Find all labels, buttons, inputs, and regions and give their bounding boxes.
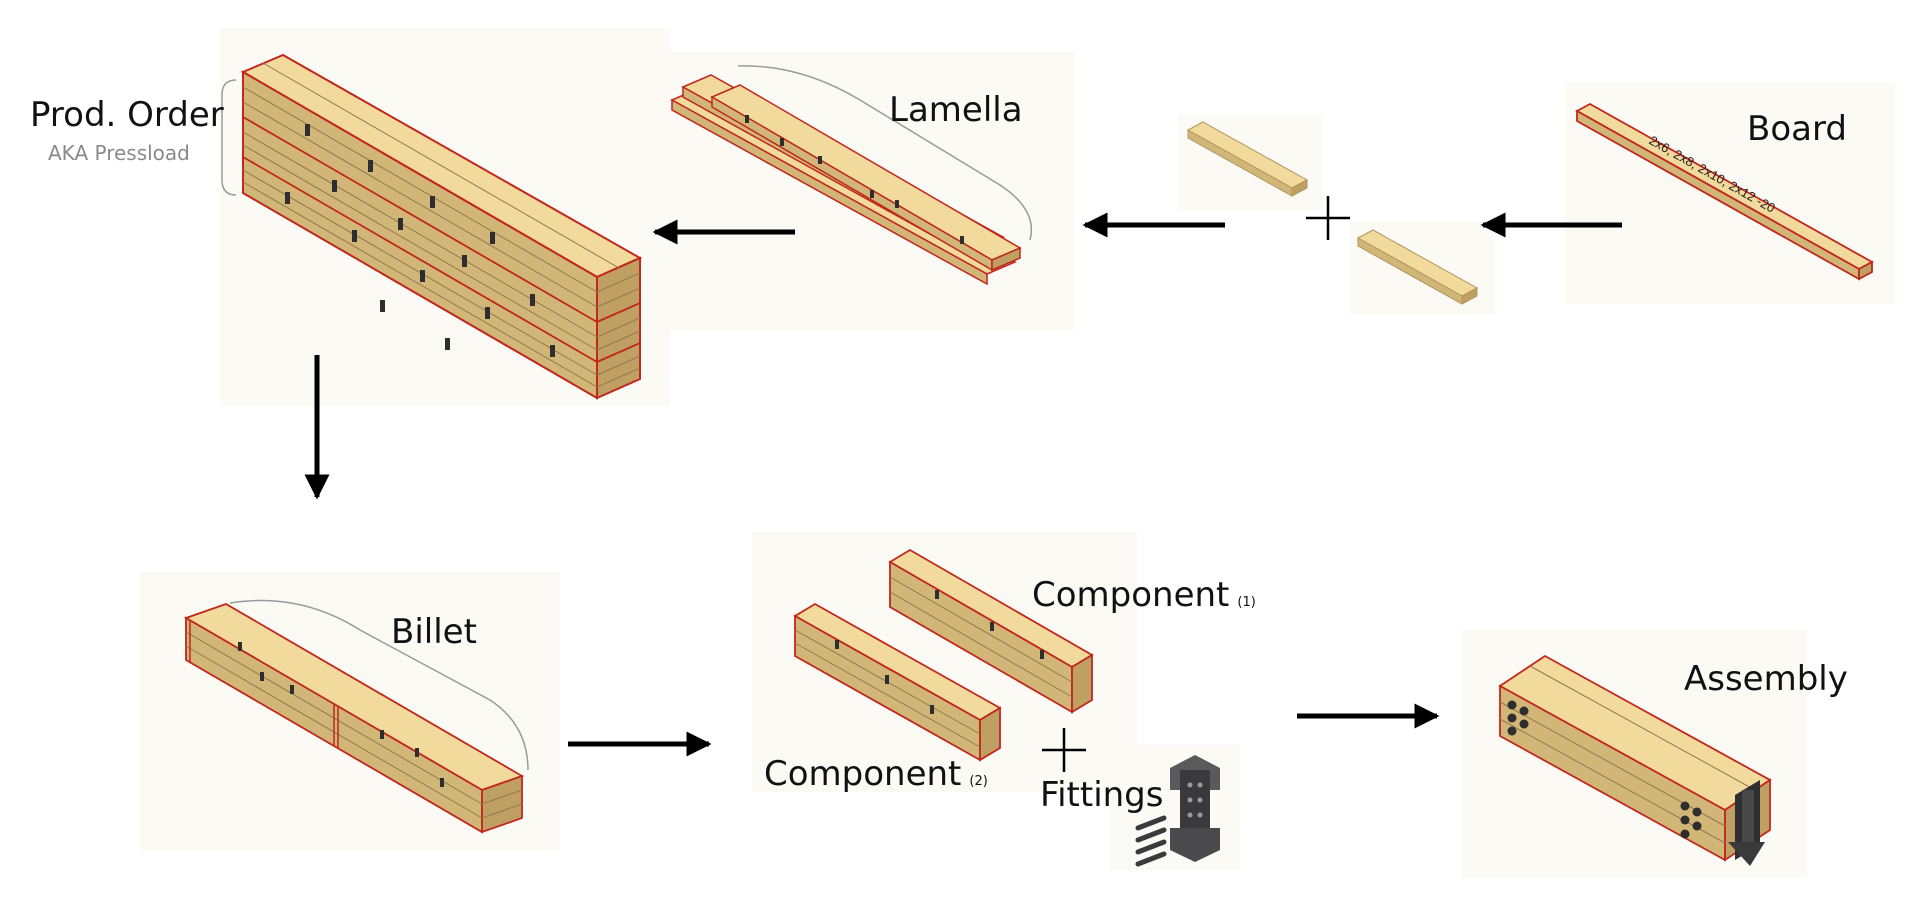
board-image: [1575, 102, 1874, 281]
billet-image: [183, 603, 525, 834]
prod-order-stack: [240, 53, 643, 400]
prod-order-label: Prod. Order: [30, 95, 224, 135]
component-2-image: [793, 602, 1002, 762]
component-2-label: Component (2): [764, 757, 988, 791]
billet-label: Billet: [391, 612, 477, 652]
assembly-label: Assembly: [1684, 659, 1848, 699]
lamella-boards: [670, 74, 1022, 286]
prod-order-aka-label: AKA Pressload: [48, 141, 190, 165]
component-1-name: Component: [1032, 575, 1230, 615]
component-2-name: Component: [764, 754, 962, 794]
board-label: Board: [1747, 109, 1847, 149]
fittings-label: Fittings: [1040, 775, 1164, 815]
component-1-label: Component (1): [1032, 578, 1256, 612]
lamella-bracket: [737, 65, 1033, 241]
assembly-image: [1498, 654, 1772, 866]
component-1-index: (1): [1237, 595, 1256, 610]
board-piece-upper: [1186, 121, 1309, 197]
board-piece-lower: [1356, 229, 1479, 305]
plus-sign-bottom: [1042, 728, 1086, 772]
fittings-image: [1135, 755, 1220, 867]
component-2-index: (2): [969, 774, 988, 789]
flow-arrows: [304, 212, 1622, 757]
billet-bracket: [229, 599, 529, 771]
component-1-image: [888, 548, 1094, 714]
plus-sign-top: [1306, 196, 1350, 240]
lamella-label: Lamella: [889, 90, 1023, 130]
prod-order-bracket: [221, 79, 237, 196]
